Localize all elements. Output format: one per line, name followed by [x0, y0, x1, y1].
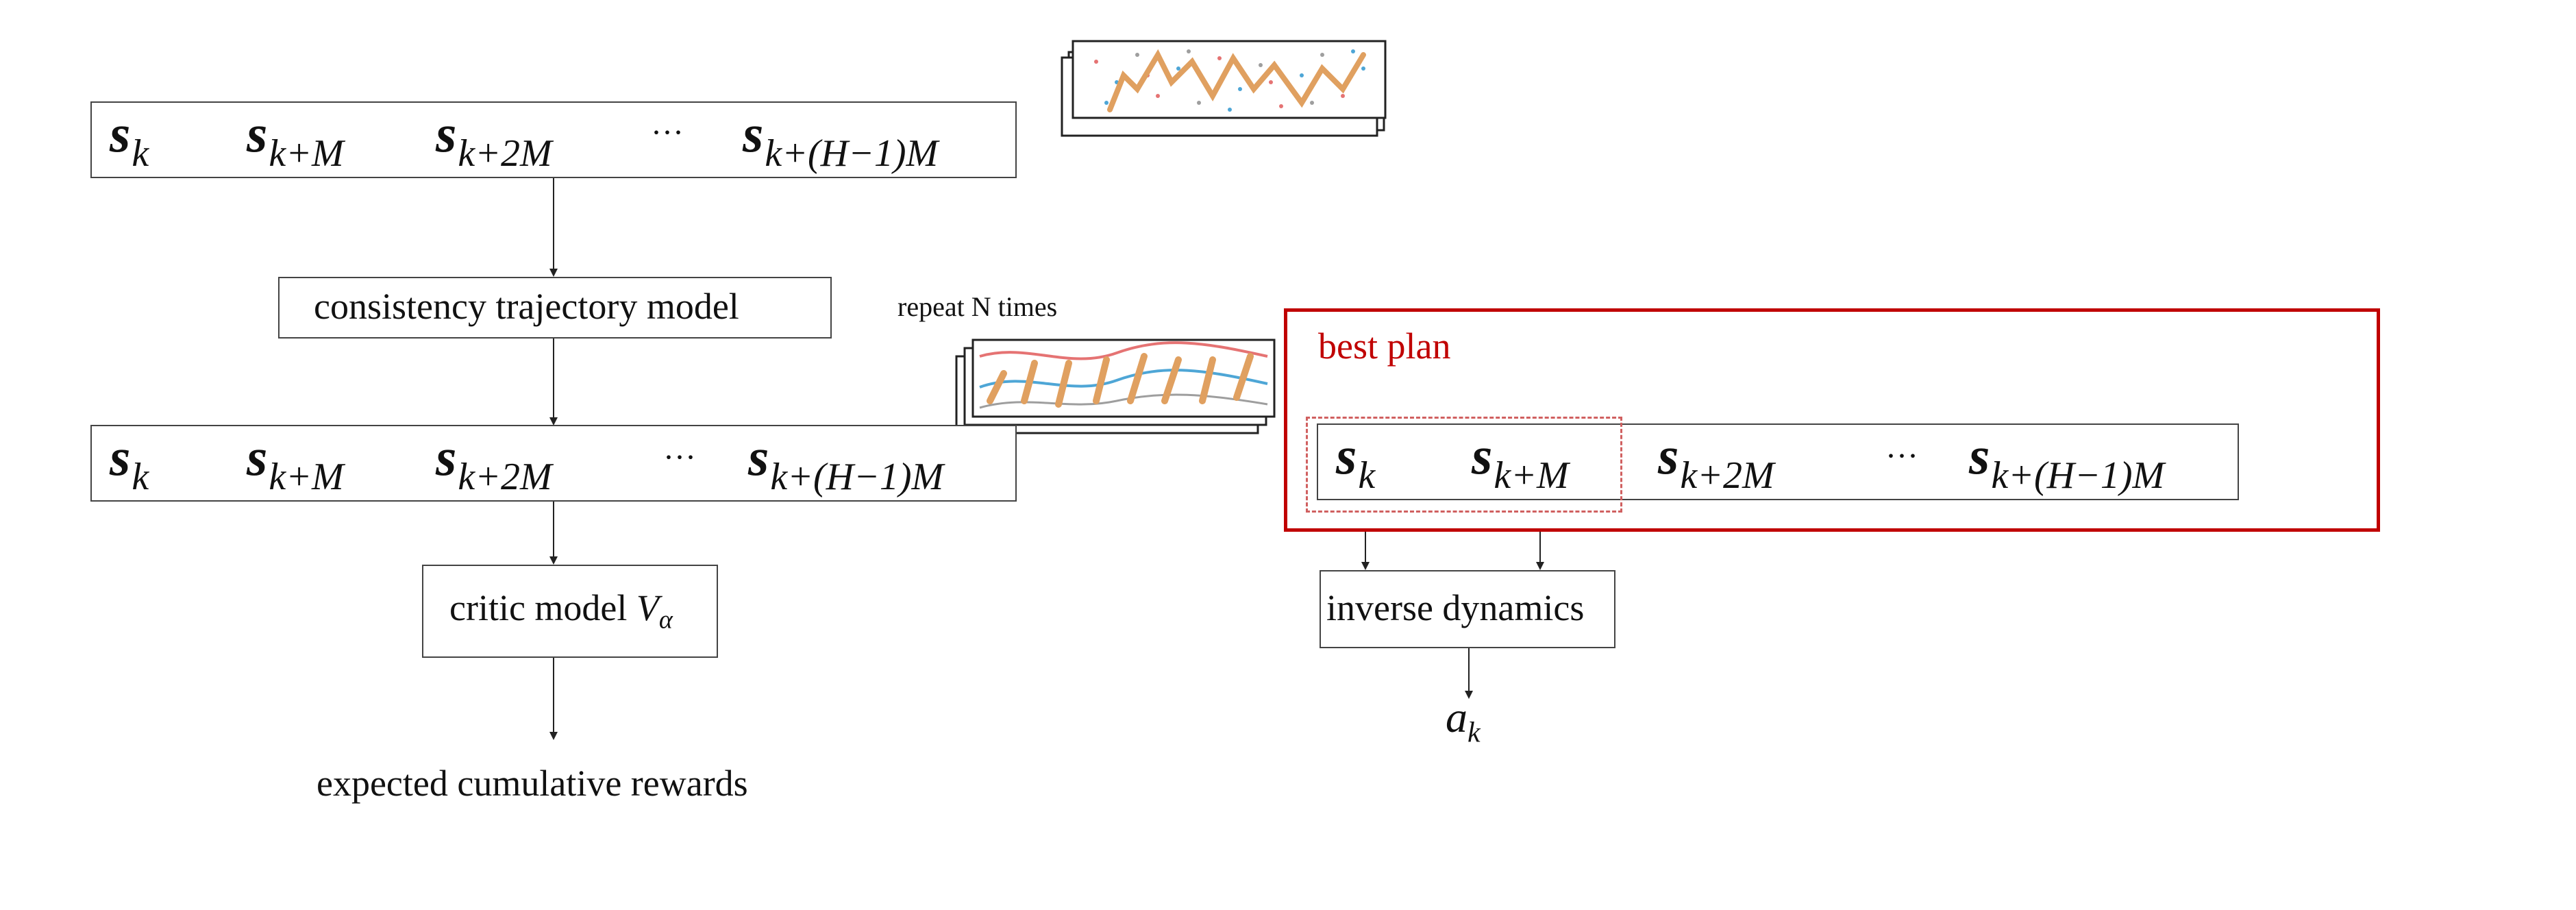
state-sequence-best [1317, 423, 2239, 500]
state-s-last-best: sk+(H−1)M [1969, 426, 2165, 497]
ellipsis-middle: ··· [663, 439, 696, 476]
state-sequence-top [90, 101, 1017, 178]
expected-rewards-caption: expected cumulative rewards [317, 763, 748, 804]
state-s-k-plus-2m-best: sk+2M [1658, 426, 1774, 497]
critic-model-label: critic model Vα [449, 587, 673, 635]
state-s-k-plus-2m-top: sk+2M [436, 103, 552, 175]
repeat-caption: repeat N times [897, 291, 1058, 322]
noisy-trajectory-stack-icon [1061, 40, 1387, 137]
inverse-dynamics-label: inverse dynamics [1326, 587, 1585, 628]
state-s-k-top: sk [110, 103, 149, 175]
ellipsis-top: ··· [651, 114, 684, 151]
selected-states-highlight [1306, 417, 1622, 513]
state-s-last-top: sk+(H−1)M [743, 103, 939, 175]
state-s-k-best: sk [1336, 426, 1376, 497]
consistency-trajectory-model-label: consistency trajectory model [314, 286, 739, 327]
state-s-k-plus-2m-middle: sk+2M [436, 427, 552, 499]
state-s-k-middle: sk [110, 427, 149, 499]
state-s-k-plus-m-middle: sk+M [247, 427, 344, 499]
consistency-trajectory-model-box [278, 277, 832, 339]
ellipsis-best: ··· [1885, 438, 1918, 474]
critic-model-box [422, 565, 718, 658]
trajectory-plan-stack-icon [955, 339, 1276, 434]
inverse-dynamics-box [1320, 570, 1615, 648]
critic-var: V [636, 587, 659, 628]
state-sequence-middle [90, 425, 1017, 502]
state-s-k-plus-m-top: sk+M [247, 103, 344, 175]
action-a-k: ak [1446, 693, 1481, 749]
state-s-k-plus-m-best: sk+M [1472, 426, 1569, 497]
best-plan-label: best plan [1318, 325, 1451, 367]
state-s-last-middle: sk+(H−1)M [748, 427, 944, 499]
